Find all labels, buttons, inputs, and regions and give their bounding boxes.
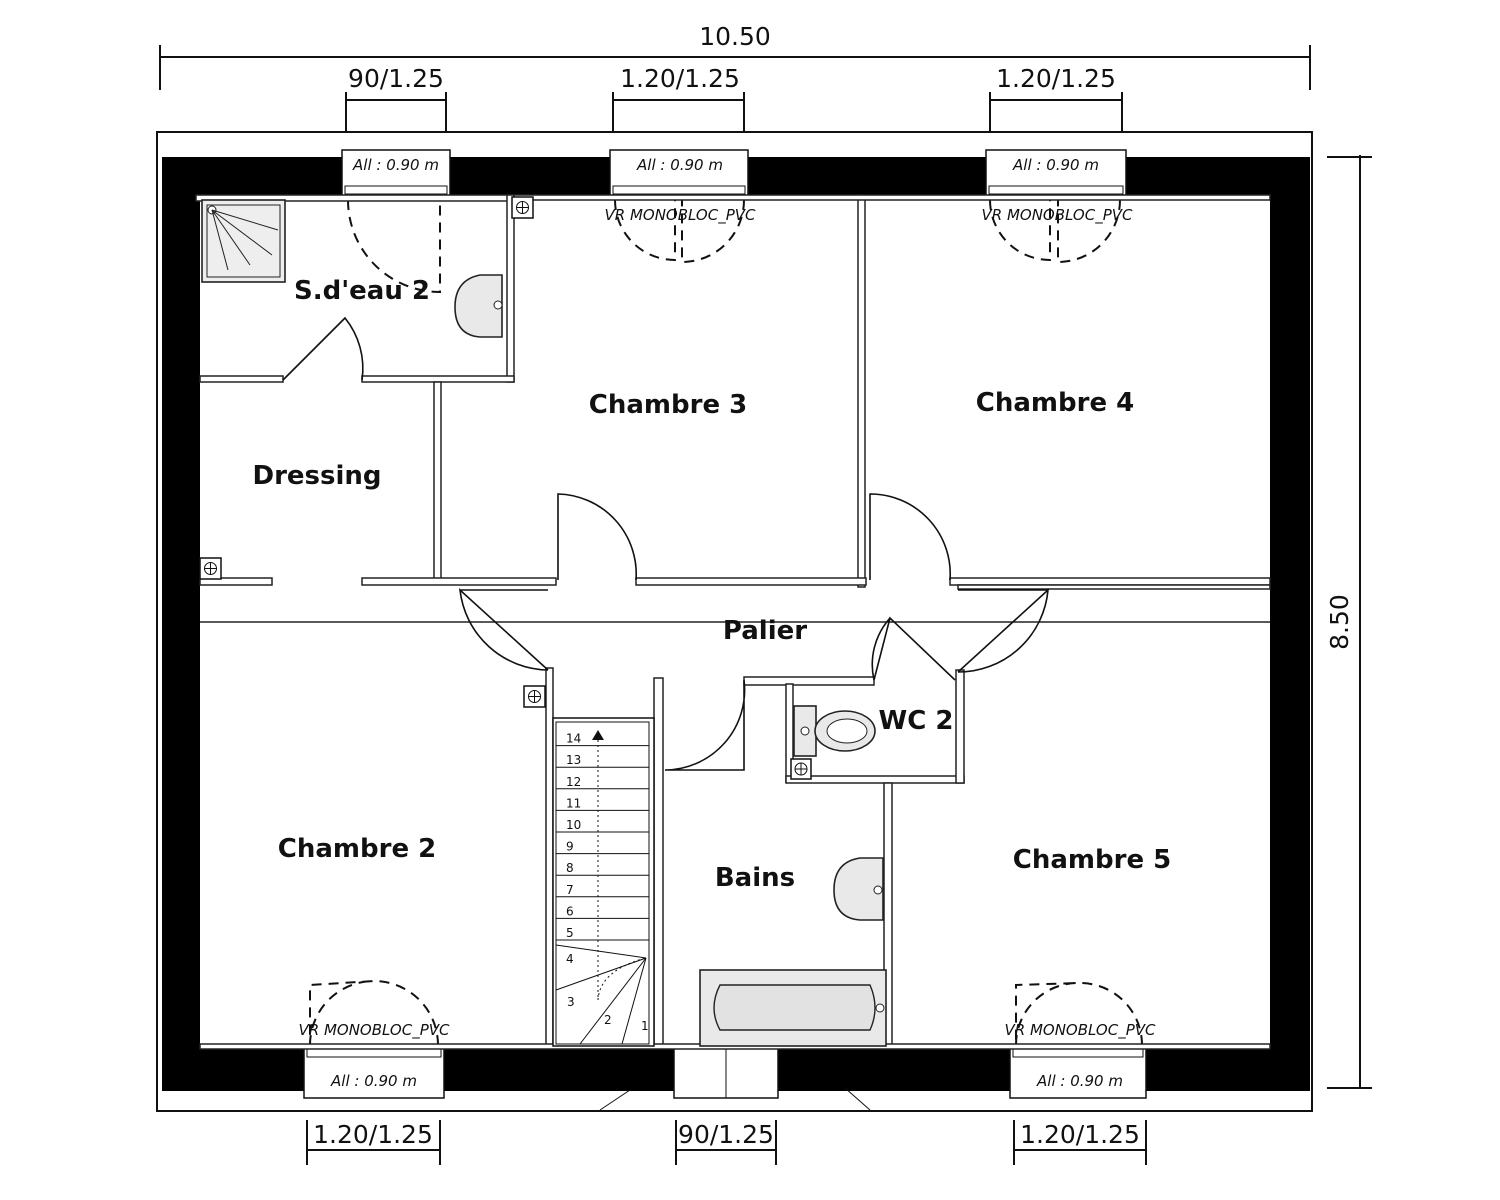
top-opening-1-label: 90/1.25 bbox=[348, 64, 444, 93]
room-label-dressing: Dressing bbox=[252, 461, 381, 491]
stair-step-number: 11 bbox=[566, 796, 581, 810]
shutter-tag-chambre3: VR MONOBLOC_PVC bbox=[605, 206, 757, 225]
outer-slab-outline bbox=[156, 131, 1313, 1112]
room-label-bains: Bains bbox=[715, 863, 795, 893]
stair-step-number: 12 bbox=[566, 775, 581, 789]
stair-step-number: 4 bbox=[566, 952, 574, 966]
shutter-tag-chambre5: VR MONOBLOC_PVC bbox=[1005, 1021, 1157, 1040]
stair-step-number: 10 bbox=[566, 818, 581, 832]
window-chambre5-allege: All : 0.90 m bbox=[1036, 1072, 1123, 1090]
window-chambre3-allege: All : 0.90 m bbox=[636, 156, 723, 174]
window-bains bbox=[599, 1045, 871, 1111]
window-swings bbox=[309, 199, 1143, 1046]
dimension-bottom-opening-3: 1.20/1.25 bbox=[1013, 1120, 1147, 1165]
interior-partitions bbox=[195, 194, 1271, 1050]
room-label-chambre3: Chambre 3 bbox=[589, 390, 747, 420]
room-label-chambre5: Chambre 5 bbox=[1013, 845, 1171, 875]
window-chambre4-allege: All : 0.90 m bbox=[1012, 156, 1099, 174]
stair-step-number: 7 bbox=[566, 883, 574, 897]
dimension-bottom-opening-1: 1.20/1.25 bbox=[306, 1120, 441, 1165]
stair-step-number: 3 bbox=[567, 995, 575, 1009]
bottom-opening-2-label: 90/1.25 bbox=[678, 1120, 774, 1149]
stair-step-number: 9 bbox=[566, 840, 574, 854]
sink-sdeau-icon bbox=[454, 274, 503, 338]
stair-step-number: 1 bbox=[641, 1019, 649, 1033]
dimension-top-opening-3: 1.20/1.25 bbox=[989, 64, 1123, 133]
window-chambre4: All : 0.90 m bbox=[985, 149, 1127, 199]
stair-step-number: 13 bbox=[566, 753, 581, 767]
stair-step-number: 8 bbox=[566, 861, 574, 875]
stair-step-number: 5 bbox=[566, 926, 574, 940]
room-label-chambre2: Chambre 2 bbox=[278, 834, 436, 864]
bottom-opening-3-label: 1.20/1.25 bbox=[1020, 1120, 1140, 1149]
dimension-overall-width: 10.50 bbox=[159, 22, 1311, 90]
bathtub-icon bbox=[699, 969, 887, 1047]
doors bbox=[282, 316, 1049, 771]
window-chambre5: All : 0.90 m bbox=[1009, 1045, 1147, 1099]
room-label-wc: WC 2 bbox=[879, 706, 954, 736]
shower-tray-icon bbox=[201, 199, 286, 283]
overall-width-label: 10.50 bbox=[699, 22, 771, 51]
top-opening-2-label: 1.20/1.25 bbox=[620, 64, 740, 93]
dimension-top-opening-1: 90/1.25 bbox=[345, 64, 447, 133]
vent-icon-sdeau bbox=[511, 196, 534, 219]
toilet-wc-icon bbox=[793, 705, 876, 757]
vent-icon-wc bbox=[790, 758, 812, 780]
window-chambre3: All : 0.90 m bbox=[609, 149, 749, 199]
overall-height-label: 8.50 bbox=[1325, 594, 1354, 650]
sink-bains-icon bbox=[833, 857, 884, 921]
dimension-overall-height: 8.50 bbox=[1325, 155, 1372, 1089]
top-opening-3-label: 1.20/1.25 bbox=[996, 64, 1116, 93]
window-sdeau: All : 0.90 m bbox=[341, 149, 451, 199]
window-chambre2: All : 0.90 m bbox=[303, 1045, 445, 1099]
stair-step-number: 14 bbox=[566, 732, 581, 746]
shutter-tag-chambre2: VR MONOBLOC_PVC bbox=[299, 1021, 451, 1040]
stair-step-number: 6 bbox=[566, 904, 574, 918]
vent-icon-stairs bbox=[523, 685, 546, 708]
room-label-sdeau: S.d'eau 2 bbox=[294, 276, 430, 306]
window-sdeau-allege: All : 0.90 m bbox=[352, 156, 439, 174]
room-label-palier: Palier bbox=[723, 616, 807, 646]
vent-icon-dressing bbox=[199, 557, 222, 580]
stair-step-number: 2 bbox=[604, 1013, 612, 1027]
dimension-top-opening-2: 1.20/1.25 bbox=[612, 64, 745, 133]
room-label-chambre4: Chambre 4 bbox=[976, 388, 1134, 418]
shutter-tag-chambre4: VR MONOBLOC_PVC bbox=[982, 206, 1134, 225]
bottom-opening-1-label: 1.20/1.25 bbox=[313, 1120, 433, 1149]
window-chambre2-allege: All : 0.90 m bbox=[330, 1072, 417, 1090]
dimension-bottom-opening-2: 90/1.25 bbox=[675, 1120, 777, 1165]
exterior-walls bbox=[162, 157, 1310, 1091]
